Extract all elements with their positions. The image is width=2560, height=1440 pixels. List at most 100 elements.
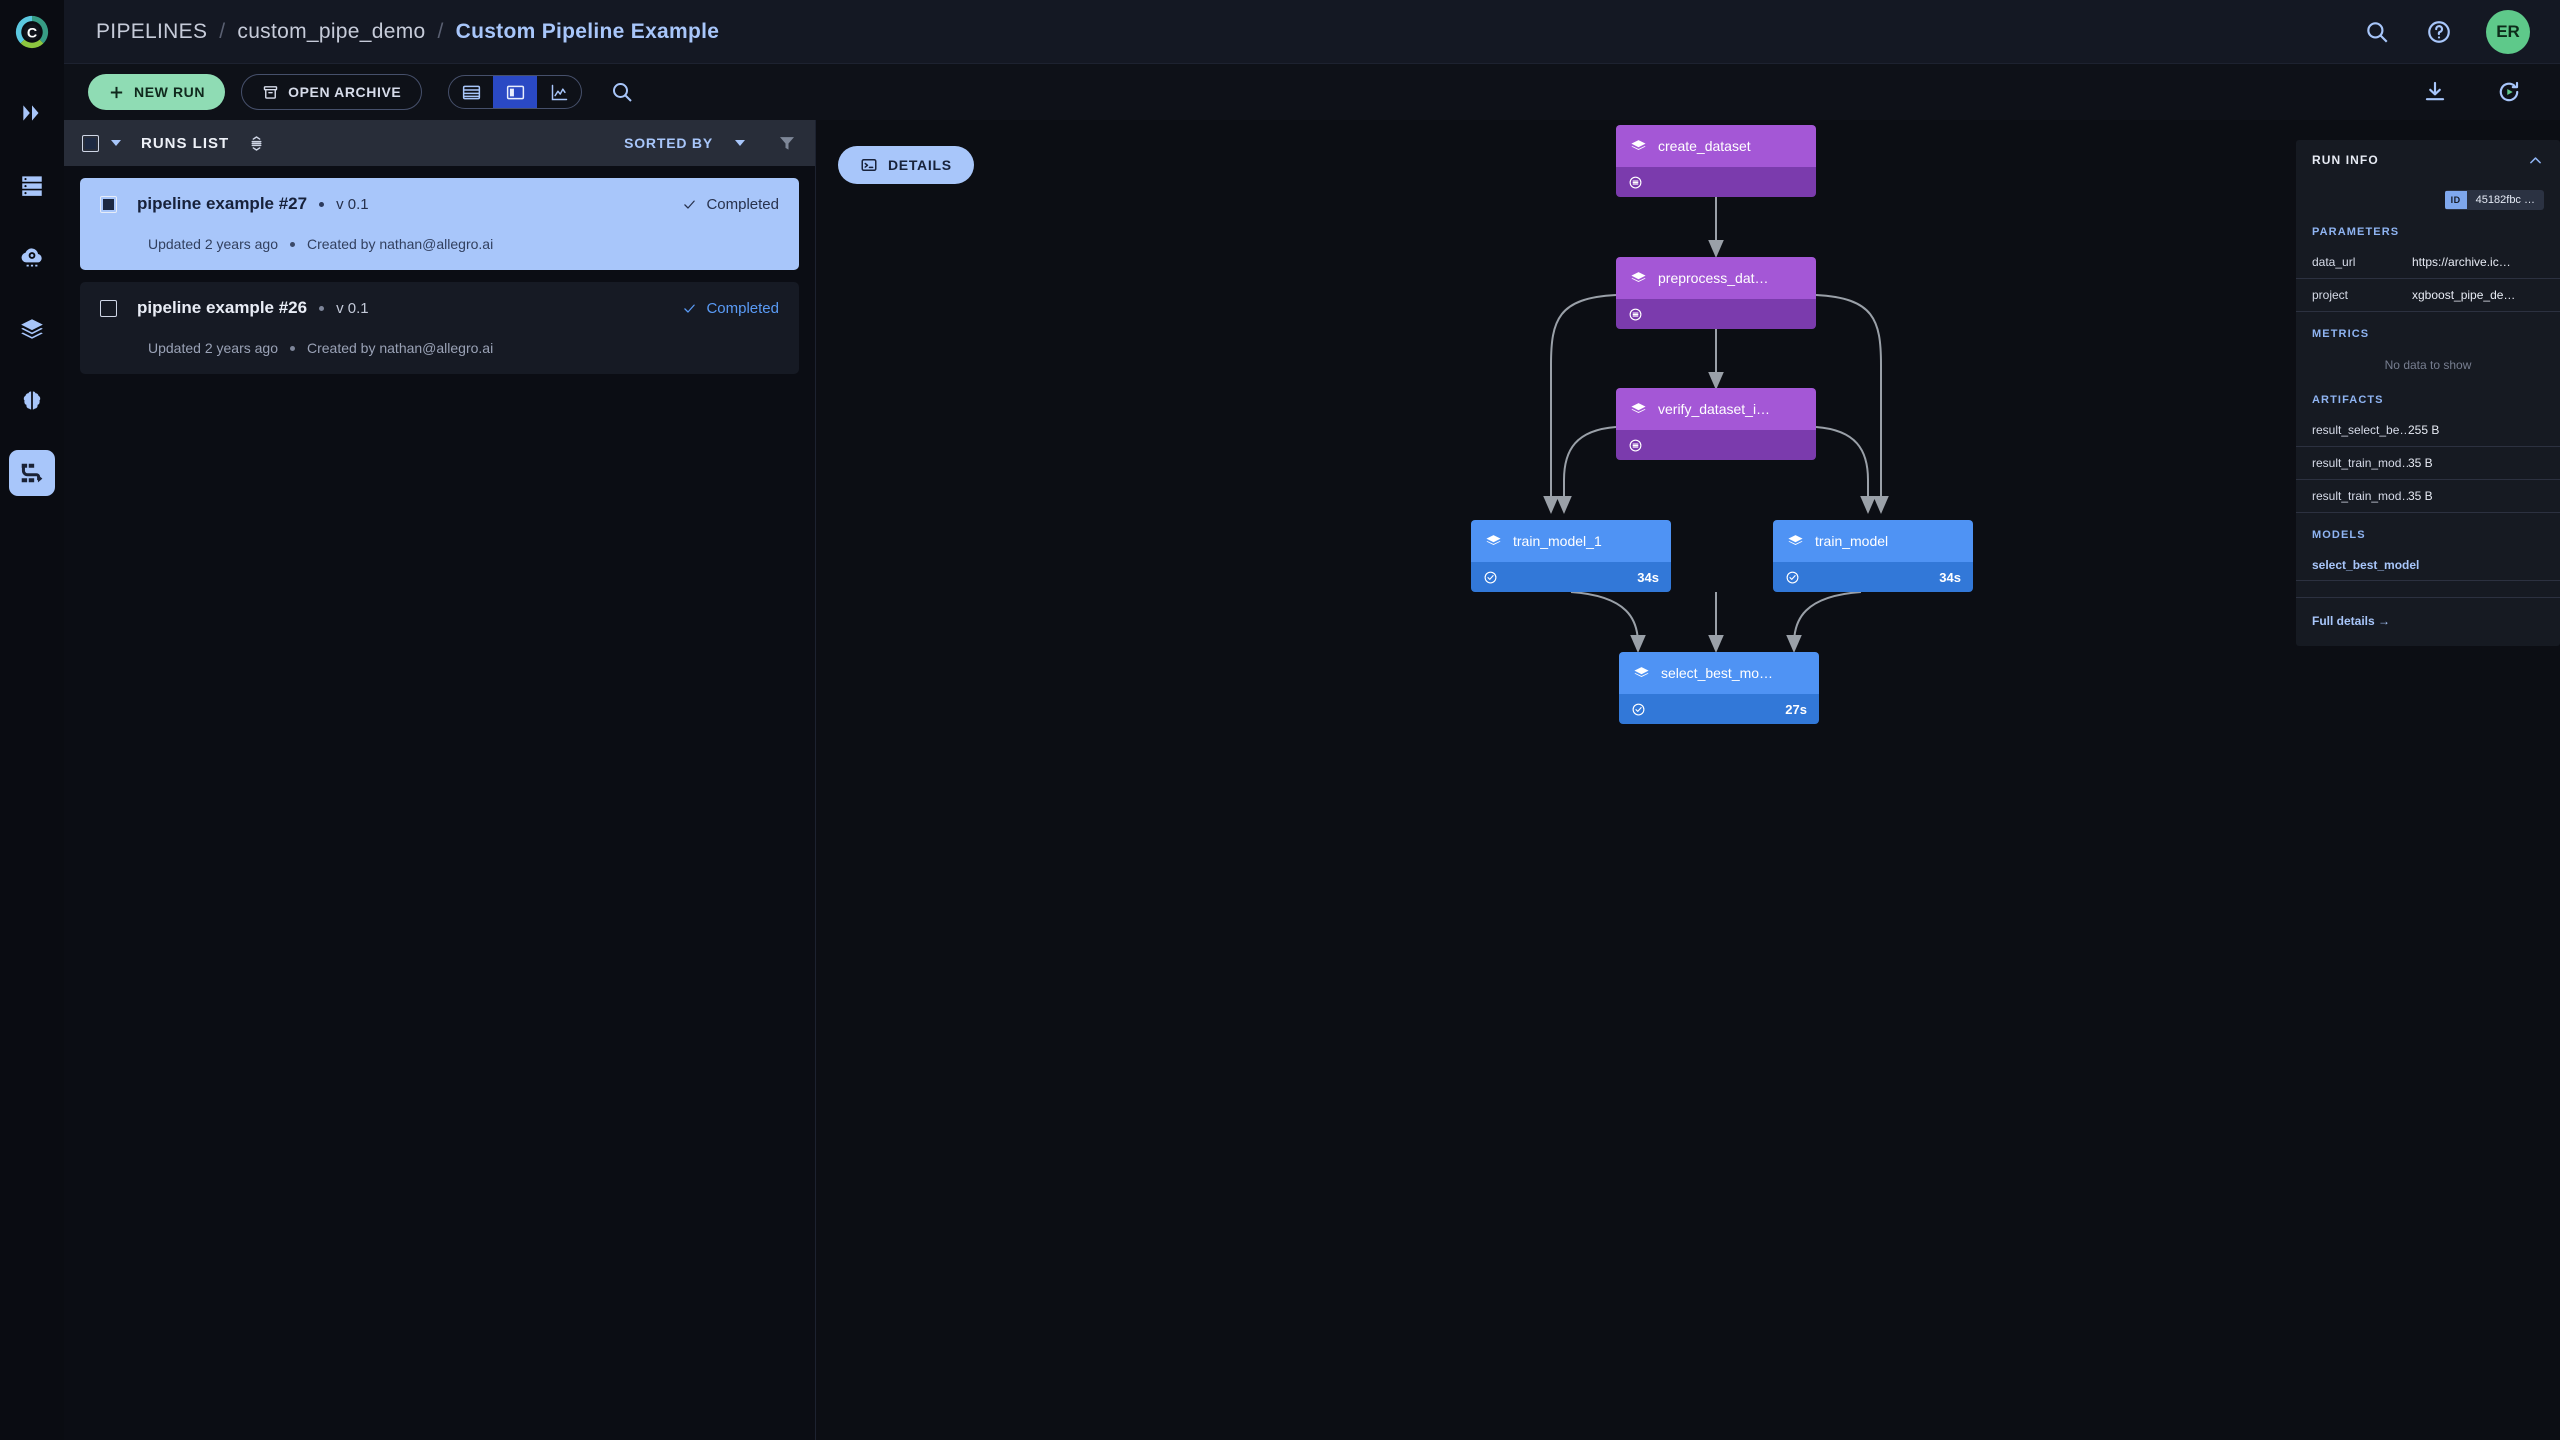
details-label: DETAILS (888, 157, 952, 173)
separator-dot (289, 241, 295, 247)
completed-icon (1786, 571, 1799, 583)
run-checkbox[interactable] (100, 299, 117, 317)
artifacts-section-title: ARTIFACTS (2312, 394, 2384, 406)
view-mode-chart[interactable] (537, 76, 581, 108)
sidebar-item-datasets[interactable] (9, 306, 55, 352)
new-run-button[interactable]: NEW RUN (88, 74, 226, 110)
artifact-name: result_train_mod… (2312, 456, 2408, 470)
sorted-by-control[interactable]: SORTED BY (624, 135, 745, 151)
select-all-checkbox[interactable] (82, 134, 99, 152)
dag-node-preprocess-data[interactable]: preprocess_dat… (1616, 257, 1816, 329)
plus-icon (110, 86, 123, 98)
artifact-row[interactable]: result_train_mod… 35 B (2296, 447, 2560, 480)
cloud-gear-icon (21, 248, 42, 267)
avatar[interactable]: ER (2486, 9, 2530, 54)
layers-icon (21, 319, 43, 339)
run-card[interactable]: pipeline example #27 v 0.1 Completed Upd… (80, 178, 799, 270)
dag-edges (1543, 197, 1889, 653)
status-badge: Completed (682, 196, 779, 213)
breadcrumb-item-0[interactable]: PIPELINES (96, 19, 208, 43)
action-toolbar: NEW RUN OPEN ARCHIVE (64, 64, 2560, 120)
artifact-name: result_select_be… (2312, 423, 2408, 437)
runs-search-button[interactable] (610, 80, 634, 104)
runs-list-panel: RUNS LIST SORTED BY pipeline example #27… (64, 120, 816, 1440)
download-button[interactable] (2420, 77, 2450, 107)
node-label: create_dataset (1658, 138, 1751, 154)
app-logo[interactable]: C (0, 0, 64, 64)
run-updated: Updated 2 years ago (148, 340, 278, 356)
dag-node-verify-dataset[interactable]: verify_dataset_i… (1616, 388, 1816, 460)
artifact-row[interactable]: result_select_be… 255 B (2296, 414, 2560, 447)
run-updated: Updated 2 years ago (148, 236, 278, 252)
global-search-button[interactable] (2362, 17, 2392, 47)
node-label: verify_dataset_i… (1658, 401, 1771, 417)
node-label: preprocess_dat… (1658, 270, 1769, 286)
runs-list-title: RUNS LIST (141, 134, 230, 152)
status-label: Completed (706, 195, 779, 213)
parameter-row: data_url https://archive.ic… (2296, 246, 2560, 279)
sidebar-item-pipelines[interactable] (9, 450, 55, 496)
breadcrumb-item-2: Custom Pipeline Example (455, 19, 720, 43)
pipelines-icon (21, 463, 43, 483)
select-all-dropdown-caret[interactable] (111, 140, 121, 146)
full-details-row[interactable]: Full details → (2296, 597, 2560, 632)
breadcrumb: PIPELINES / custom_pipe_demo / Custom Pi… (96, 20, 719, 44)
collapse-panel-button[interactable] (2527, 152, 2544, 169)
dag-node-select-best-model[interactable]: select_best_mo… 27s (1619, 652, 1819, 724)
id-tag-label: ID (2444, 191, 2467, 209)
artifact-size: 255 B (2408, 423, 2440, 437)
check-icon (684, 200, 696, 209)
run-card[interactable]: pipeline example #26 v 0.1 Completed Upd… (80, 282, 799, 374)
separator-dot (289, 345, 295, 351)
expand-sidebar-button[interactable] (9, 90, 55, 136)
artifact-name: result_train_mod… (2312, 489, 2408, 503)
breadcrumb-separator: / (219, 19, 226, 43)
dashboard-server-icon (22, 176, 42, 196)
filter-button[interactable] (777, 133, 797, 153)
status-label: Completed (706, 299, 779, 317)
run-checkbox[interactable] (100, 195, 117, 213)
details-button[interactable]: DETAILS (838, 146, 974, 184)
dag-node-train-model[interactable]: train_model 34s (1773, 520, 1973, 592)
node-duration: 27s (1785, 701, 1807, 717)
sidebar-item-dashboards[interactable] (9, 162, 55, 208)
dataset-layers-icon (1631, 271, 1646, 282)
search-icon (613, 83, 633, 102)
view-mode-split[interactable] (493, 76, 538, 108)
model-link[interactable]: select_best_model (2312, 557, 2420, 572)
node-label: select_best_mo… (1661, 665, 1774, 681)
model-row[interactable]: select_best_model (2296, 549, 2560, 581)
artifact-row[interactable]: result_train_mod… 35 B (2296, 480, 2560, 513)
sort-order-button[interactable] (247, 134, 266, 153)
run-version: v 0.1 (336, 299, 369, 317)
pending-icon (1629, 176, 1642, 188)
dataset-layers-icon (1634, 666, 1649, 677)
node-duration: 34s (1939, 569, 1961, 585)
split-panel-view-icon (506, 85, 524, 99)
svg-text:C: C (27, 26, 37, 42)
completed-icon (1632, 703, 1645, 715)
chart-view-icon (551, 84, 568, 100)
top-bar: PIPELINES / custom_pipe_demo / Custom Pi… (64, 0, 2560, 64)
run-created-by: Created by nathan@allegro.ai (306, 236, 494, 252)
dag-node-create-dataset[interactable]: create_dataset (1616, 125, 1816, 197)
artifact-size: 35 B (2408, 456, 2433, 470)
sorted-by-label: SORTED BY (624, 135, 713, 151)
dataset-layers-icon (1788, 534, 1803, 545)
open-archive-button[interactable]: OPEN ARCHIVE (241, 74, 423, 110)
dag-node-train-model-1[interactable]: train_model_1 34s (1471, 520, 1671, 592)
models-section-title: MODELS (2312, 529, 2366, 541)
run-id-chip[interactable]: ID 45182fbc … (2296, 190, 2560, 210)
run-name: pipeline example #26 (137, 298, 308, 317)
open-archive-label: OPEN ARCHIVE (288, 84, 402, 100)
sidebar-item-models[interactable] (9, 378, 55, 424)
help-button[interactable] (2424, 17, 2454, 47)
run-id-value: 45182fbc … (2475, 194, 2535, 206)
sidebar-item-orchestration[interactable] (9, 234, 55, 280)
breadcrumb-item-1[interactable]: custom_pipe_demo (237, 19, 426, 43)
full-details-link[interactable]: Full details → (2312, 614, 2391, 628)
download-icon (2425, 81, 2445, 101)
auto-refresh-button[interactable] (2494, 77, 2524, 107)
view-mode-table[interactable] (449, 76, 493, 108)
dataset-layers-icon (1631, 402, 1646, 413)
